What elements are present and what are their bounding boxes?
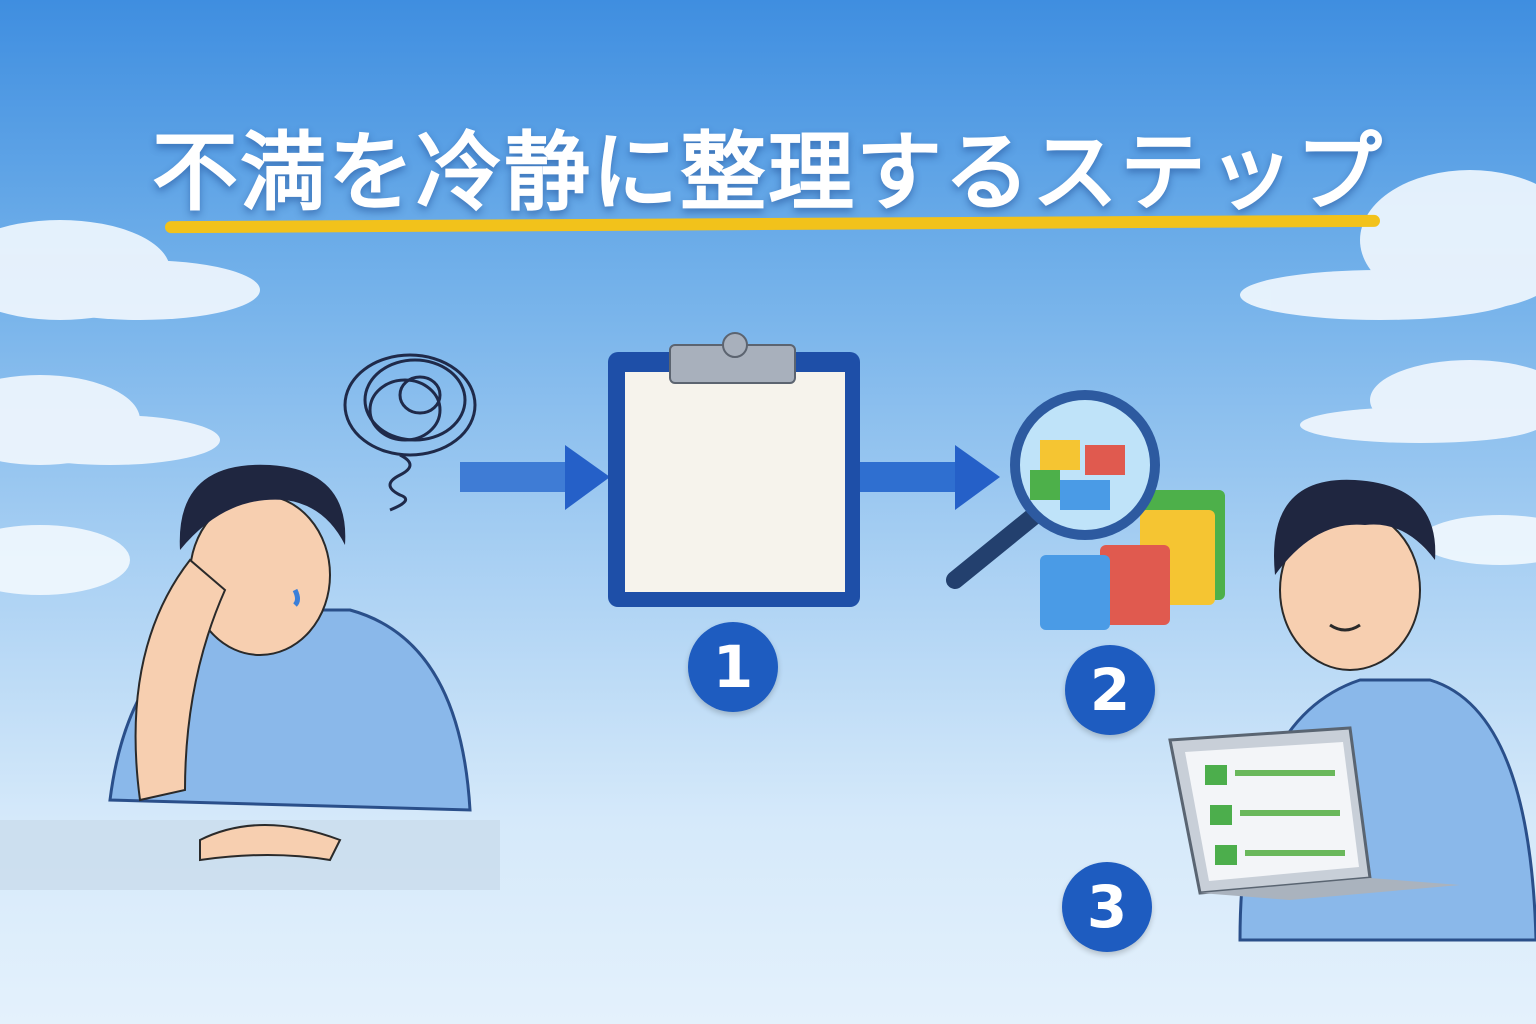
- clouds: [0, 170, 1536, 595]
- tangled-thoughts-icon: [343, 353, 477, 512]
- laptop-checklist-icon: [1168, 726, 1460, 900]
- arrow-1: [460, 445, 610, 510]
- step-number-3: 3: [1062, 862, 1152, 952]
- clipboard-icon: [608, 332, 860, 607]
- step-number-1: 1: [688, 622, 778, 712]
- step-number-2: 2: [1065, 645, 1155, 735]
- arrow-2: [860, 445, 1000, 510]
- magnifier-folders-icon: [946, 390, 1225, 630]
- worried-person: [108, 464, 472, 862]
- page-title: 不満を冷静に整理するステップ: [152, 123, 1384, 223]
